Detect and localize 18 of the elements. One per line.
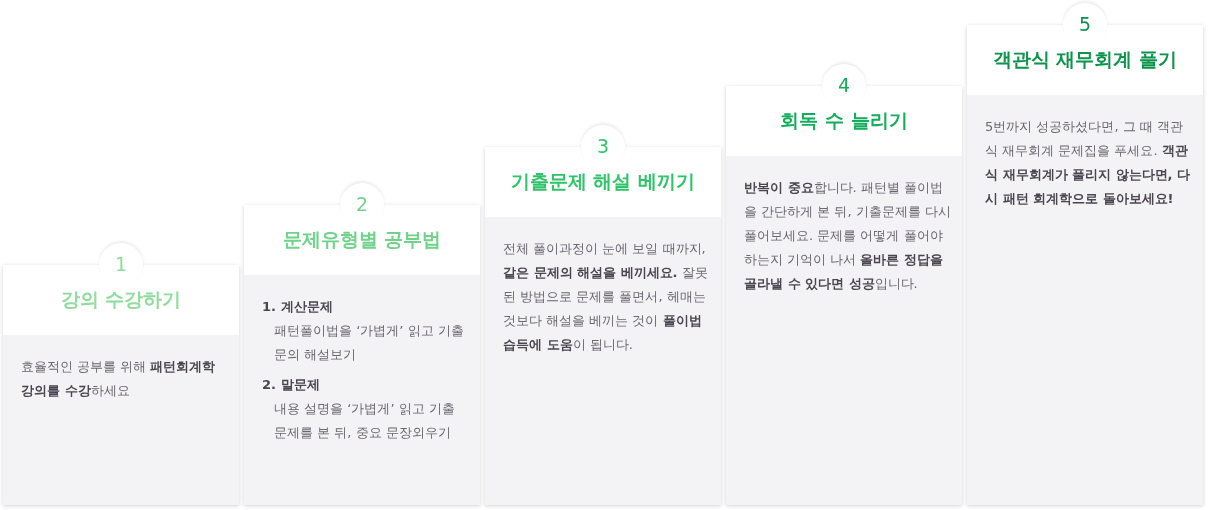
step-number: 1 — [113, 253, 129, 275]
step-title: 객관식 재무회계 풀기 — [991, 47, 1179, 72]
step-title: 강의 수강하기 — [59, 287, 183, 312]
step-number: 3 — [595, 135, 611, 157]
step-description: 전체 풀이과정이 눈에 보일 때까지, 같은 문제의 해설을 베끼세요. 잘못된 방법으로 문제를 풀면서, 헤매는 것보다 해설을 베끼는 것이 풀이법 습득에 도움이 됩니다. — [503, 240, 709, 354]
step-description: 효율적인 공부를 위해 패턴회계학 강의를 수강하세요 — [21, 358, 217, 400]
step-description: 반복이 중요합니다. 패턴별 풀이법을 간단하게 본 뒤, 기출문제를 다시 풀어보세요. 문제를 어떻게 풀어야 하는지 기억이 나서 올바른 정답을 골라낼 수 있다면 성공입니다. — [744, 179, 952, 293]
step-title: 문제유형별 공부법 — [281, 227, 443, 252]
step-number: 2 — [354, 193, 370, 215]
step-number: 5 — [1077, 13, 1093, 35]
item-heading: 1. 계산문제 — [262, 298, 334, 316]
step-description: 패턴풀이법을 ‘가볍게’ 읽고 기출문의 해설보기 — [273, 322, 465, 364]
step-title: 기출문제 해설 베끼기 — [509, 169, 697, 194]
item-heading: 2. 말문제 — [262, 376, 321, 394]
step-title: 회독 수 늘리기 — [779, 108, 909, 133]
step-description: 내용 설명을 ‘가볍게’ 읽고 기출 문제를 본 뒤, 중요 문장외우기 — [273, 400, 456, 442]
step-description: 5번까지 성공하셨다면, 그 때 객관식 재무회계 문제집을 푸세요. 객관식 재무회계가 풀리지 않는다면, 다시 패턴 회계학으로 돌아보세요! — [985, 118, 1192, 208]
step-number: 4 — [836, 74, 852, 96]
